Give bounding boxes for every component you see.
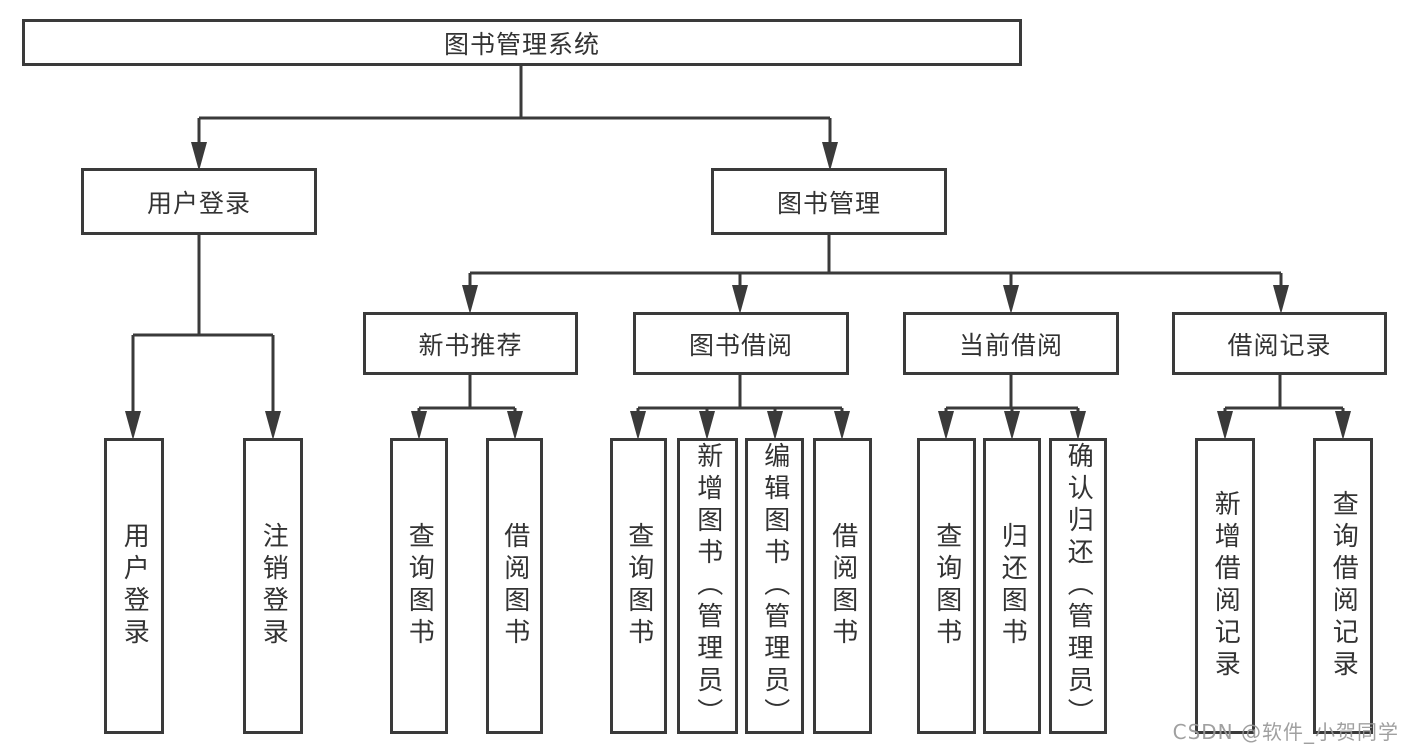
node-current-borrow: 当前借阅: [903, 312, 1119, 375]
leaf-borrow-book: 借阅图书: [813, 438, 872, 734]
leaf-return-book: 归还图书: [983, 438, 1041, 734]
node-new-book-rec: 新书推荐: [363, 312, 578, 375]
arrow-down-icon: [834, 411, 850, 440]
leaf-confirm-return-admin: 确认归还（管理员）: [1049, 438, 1107, 734]
arrow-down-icon: [411, 411, 427, 440]
arrow-down-icon: [191, 142, 207, 171]
arrow-down-icon: [1070, 411, 1086, 440]
connector-root: [197, 66, 832, 144]
leaf-query-current: 查询图书: [917, 438, 976, 734]
connector-new-book-rec: [417, 375, 517, 413]
connector-book-borrow: [636, 375, 844, 413]
node-book-mgmt: 图书管理: [711, 168, 947, 235]
arrow-down-icon: [822, 142, 838, 171]
arrow-down-icon: [125, 411, 141, 440]
node-root: 图书管理系统: [22, 19, 1022, 66]
arrow-down-icon: [630, 411, 646, 440]
arrow-down-icon: [462, 285, 478, 314]
connector-borrow-record: [1223, 375, 1345, 413]
arrow-down-icon: [1273, 285, 1289, 314]
arrow-down-icon: [1335, 411, 1351, 440]
arrow-down-icon: [1217, 411, 1233, 440]
leaf-edit-book-admin: 编辑图书（管理员）: [745, 438, 804, 734]
connector-book-mgmt: [468, 235, 1283, 287]
leaf-query-borrow-record: 查询借阅记录: [1313, 438, 1373, 734]
csdn-watermark: CSDN @软件_小贺同学: [1172, 720, 1399, 744]
arrow-down-icon: [507, 411, 523, 440]
arrow-down-icon: [767, 411, 783, 440]
arrow-down-icon: [699, 411, 715, 440]
arrow-down-icon: [265, 411, 281, 440]
leaf-query-book: 查询图书: [610, 438, 667, 734]
leaf-query-book-rec: 查询图书: [390, 438, 448, 734]
leaf-borrow-book-rec: 借阅图书: [486, 438, 543, 734]
leaf-add-book-admin: 新增图书（管理员）: [677, 438, 738, 734]
node-book-borrow: 图书借阅: [633, 312, 849, 375]
leaf-user-login: 用户登录: [104, 438, 164, 734]
arrow-down-icon: [732, 285, 748, 314]
connector-current-borrow: [944, 375, 1080, 413]
node-borrow-record: 借阅记录: [1172, 312, 1387, 375]
connector-user-login: [131, 235, 275, 413]
leaf-add-borrow-record: 新增借阅记录: [1195, 438, 1255, 734]
arrow-down-icon: [938, 411, 954, 440]
leaf-logout: 注销登录: [243, 438, 303, 734]
arrow-down-icon: [1003, 285, 1019, 314]
arrow-down-icon: [1004, 411, 1020, 440]
node-user-login: 用户登录: [81, 168, 317, 235]
